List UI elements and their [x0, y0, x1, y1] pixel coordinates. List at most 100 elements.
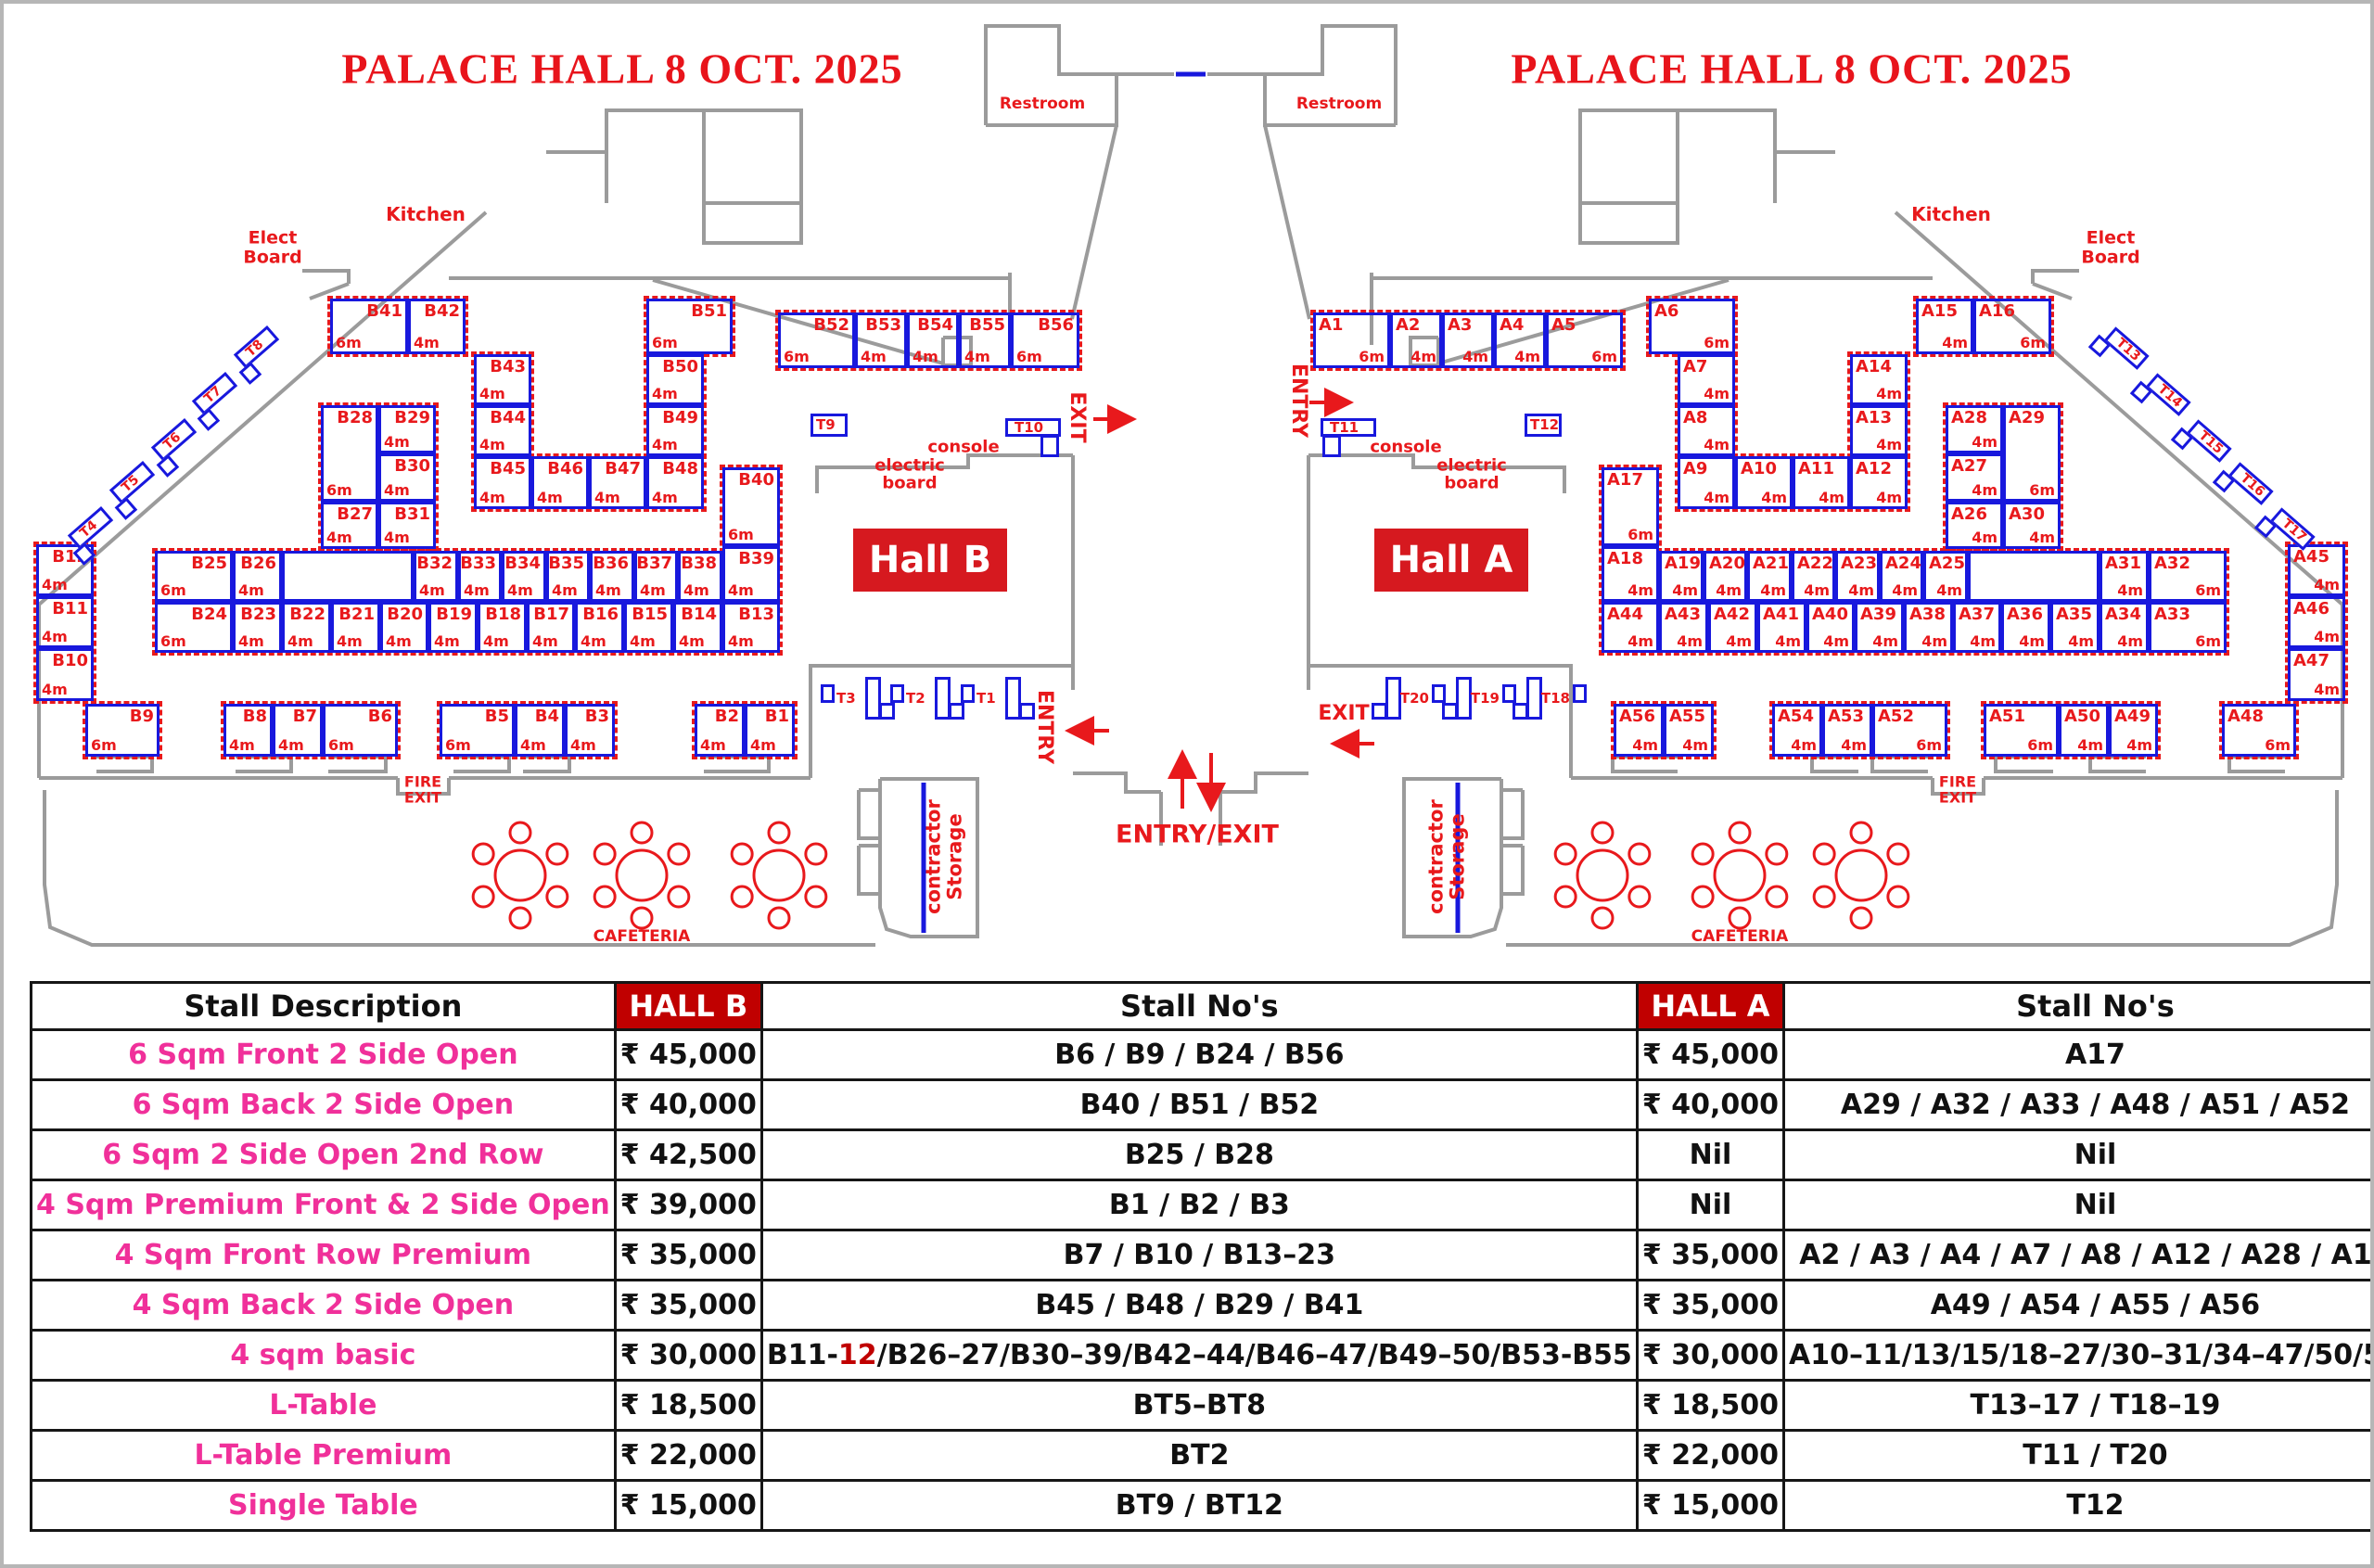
stall-group	[83, 701, 162, 759]
stall-label: A36	[2007, 605, 2043, 624]
stall-size-label: 4m	[1627, 632, 1653, 650]
stall-size-label: 6m	[326, 481, 352, 499]
stall-number-part: 12	[837, 1339, 877, 1371]
stall-label: A3	[1448, 315, 1473, 335]
stall-label: A13	[1856, 408, 1892, 427]
stall-size-label: 4m	[419, 581, 445, 599]
stall-label: A39	[1860, 605, 1896, 624]
wall	[857, 844, 882, 896]
stall-label: A21	[1753, 554, 1789, 573]
stall-size-label: 4m	[750, 736, 776, 754]
stall-label: B2	[714, 707, 739, 726]
stall-group	[33, 542, 96, 704]
column-header-1: HALL B	[613, 981, 763, 1031]
stall-size-label: 6m	[445, 736, 471, 754]
wall	[1308, 453, 1566, 493]
stall-label: B56	[1038, 315, 1074, 335]
hall-b-stall-numbers: B40 / B51 / B52	[759, 1078, 1639, 1131]
stall-label: B16	[582, 605, 619, 624]
stall-size-label: 4m	[728, 632, 754, 650]
stall-size-label: 6m	[160, 581, 186, 599]
stall-size-label: 4m	[1848, 581, 1874, 599]
stall-size-label: 6m	[1359, 348, 1385, 365]
hall-badge-hall-b: Hall B	[853, 529, 1007, 592]
stall-size-label: 4m	[2314, 628, 2340, 645]
stall-label: A20	[1709, 554, 1745, 573]
stall-label: A1	[1319, 315, 1344, 335]
hall-a-stall-numbers: Nil	[1781, 1128, 2370, 1181]
hall-a-price: ₹ 18,500	[1635, 1379, 1785, 1432]
hall-b-price: ₹ 18,500	[613, 1379, 763, 1432]
wall	[396, 778, 451, 796]
stall-label: A47	[2293, 651, 2329, 670]
cafeteria-chair	[1553, 885, 1577, 909]
stall-size-label: 4m	[683, 581, 709, 599]
stall-size-label: 4m	[913, 348, 938, 365]
stall-description: 4 Sqm Front Row Premium	[30, 1229, 617, 1281]
cafeteria-chair	[630, 821, 654, 845]
stall-size-label: 4m	[2117, 632, 2143, 650]
table-shape	[865, 677, 881, 720]
table-shape	[1525, 414, 1562, 437]
stall-group	[1310, 310, 1626, 371]
cafeteria-chair	[1849, 821, 1873, 845]
cafeteria-chair	[1627, 885, 1652, 909]
stall-size-label: 4m	[630, 632, 656, 650]
cafeteria-chair	[471, 885, 495, 909]
stall-label: B10	[52, 651, 88, 670]
stall-label: A55	[1669, 707, 1705, 726]
stall-size-label: 4m	[700, 736, 726, 754]
stall-label: B6	[367, 707, 392, 726]
cafeteria-chair	[593, 885, 617, 909]
stall-size-label: 4m	[287, 632, 313, 650]
table-shape	[1573, 684, 1587, 703]
cafeteria-chair	[730, 885, 754, 909]
stall-label: A30	[2009, 504, 2045, 524]
stall-size-label: 4m	[1716, 581, 1742, 599]
hall-b-stall-numbers: B25 / B28	[759, 1128, 1639, 1181]
hall-a-stall-numbers: A17	[1781, 1028, 2370, 1081]
stall-group	[471, 453, 707, 512]
table-row: 4 Sqm Premium Front & 2 Side Open₹ 39,00…	[30, 1179, 2370, 1231]
stall-label: A24	[1885, 554, 1921, 573]
stall-label: B31	[394, 504, 430, 524]
stall-label: B8	[242, 707, 267, 726]
cafeteria-chair	[1691, 885, 1715, 909]
hall-b-stall-numbers: B6 / B9 / B24 / B56	[759, 1028, 1639, 1081]
cafeteria-chair	[630, 906, 654, 930]
stall-size-label: 4m	[1972, 481, 1997, 499]
stall-size-label: 4m	[1921, 632, 1947, 650]
stall-label: B13	[738, 605, 774, 624]
stall-group	[327, 296, 468, 357]
stall-label: A6	[1654, 301, 1679, 321]
stall-blank	[282, 551, 414, 602]
